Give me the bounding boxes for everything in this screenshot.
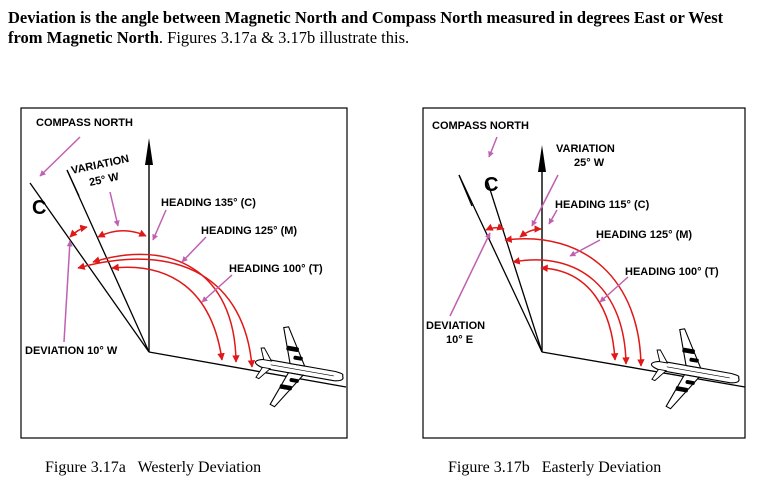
- figure-b-heading-m-arc: [512, 257, 630, 365]
- figure-a-deviation-pointer: [63, 240, 73, 343]
- figure-b-heading-t-pointer: [599, 276, 629, 303]
- figure-b-heading-t-arc: [540, 264, 619, 361]
- intro-definition: Deviation is the angle between Magnetic …: [8, 8, 724, 47]
- figure-a-compass-letter: C: [32, 197, 46, 219]
- intro-reference: . Figures 3.17a & 3.17b illustrate this.: [158, 28, 410, 47]
- figure-b-aircraft-icon: [643, 323, 747, 421]
- figure-a-aircraft-icon: [247, 321, 351, 419]
- figure-b-heading-c-label: HEADING 115° (C): [555, 199, 650, 211]
- figure-b-variation-label: VARIATION: [556, 143, 615, 155]
- figure-b-variation-arc: [519, 225, 542, 238]
- figure-b-deviation-arc: [485, 223, 505, 231]
- figure-b-heading-t-label: HEADING 100° (T): [625, 266, 719, 278]
- figure-a-heading-t-arc: [111, 263, 225, 361]
- intro-paragraph: Deviation is the angle between Magnetic …: [8, 8, 758, 48]
- figure-a-magnetic-north-half-arrow: [66, 169, 80, 197]
- figure-a-variation-label: VARIATION: [70, 153, 130, 177]
- figure-b-deviation-value: 10° E: [446, 334, 473, 346]
- figure-a-caption: Figure 3.17a Westerly Deviation: [45, 459, 261, 476]
- figure-a-variation-value: 25° W: [88, 171, 121, 189]
- figure-b-heading-c-pointer: [548, 209, 558, 225]
- figure-a-compass-north-label: COMPASS NORTH: [36, 117, 133, 129]
- figure-a-heading-m-pointer: [181, 236, 207, 263]
- figure-b-heading-c-arc: [504, 235, 645, 367]
- figure-b-frame: [422, 107, 746, 439]
- figure-b-heading-m-pointer: [569, 239, 601, 257]
- figure-b-deviation-pointer: [449, 232, 491, 317]
- figure-a-heading-m-label: HEADING 125° (M): [201, 225, 297, 237]
- figure-b-compass-letter: C: [484, 174, 498, 196]
- figure-a-heading-c-pointer: [152, 209, 167, 241]
- figure-a-deviation-arc: [69, 224, 88, 238]
- figure-a-variation-arc: [97, 229, 147, 238]
- figure-b-deviation-label: DEVIATION: [426, 320, 485, 332]
- figure-a-heading-c-label: HEADING 135° (C): [161, 197, 256, 209]
- figure-a-heading-t-label: HEADING 100° (T): [229, 263, 323, 275]
- figure-b-true-north-arrowhead: [538, 145, 546, 172]
- figure-a-frame: [20, 107, 348, 439]
- figure-b-caption: Figure 3.17b Easterly Deviation: [448, 459, 661, 476]
- figure-b-variation-value: 25° W: [574, 157, 605, 169]
- figure-a-deviation-label: DEVIATION 10° W: [25, 345, 118, 357]
- figure-b-variation-pointer: [531, 174, 559, 227]
- figure-b-compass-north-label: COMPASS NORTH: [432, 120, 529, 132]
- figure-b-magnetic-north-half-arrow: [458, 174, 473, 207]
- figure-b-compass-north-line: [486, 179, 543, 353]
- figure-b-heading-line: [541, 351, 746, 388]
- figure-a-true-north-arrowhead: [145, 138, 153, 165]
- figure-b-heading-m-label: HEADING 125° (M): [596, 229, 692, 241]
- figure-a: C COMPASS NORTH VARIATION 25° W HEADING …: [20, 107, 351, 439]
- figure-a-heading-t-pointer: [201, 274, 233, 303]
- figure-a-compass-north-pointer: [39, 136, 81, 177]
- figure-a-variation-pointer: [109, 191, 120, 227]
- figure-b: C COMPASS NORTH VARIATION 25° W HEADING …: [422, 107, 747, 439]
- figure-b-compass-north-pointer: [488, 136, 498, 158]
